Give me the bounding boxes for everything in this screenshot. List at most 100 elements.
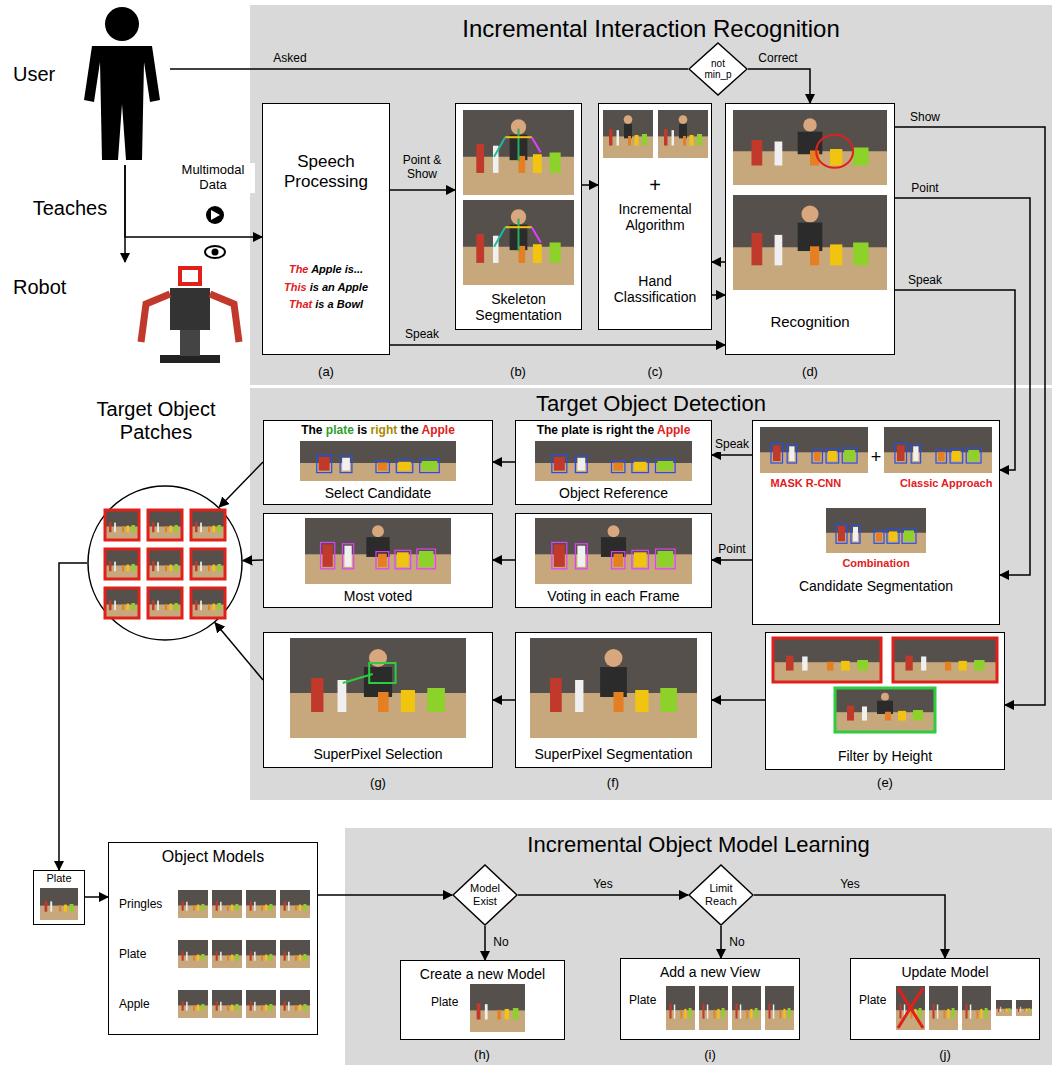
photo xyxy=(835,688,935,732)
photo xyxy=(178,940,208,968)
illustration-part xyxy=(182,270,198,282)
illustration-part xyxy=(853,527,858,541)
illustration-part xyxy=(828,451,837,461)
photo xyxy=(996,1000,1012,1016)
illustration-part xyxy=(898,988,923,1028)
illustration-part xyxy=(126,565,129,572)
node-label: The Apple is... xyxy=(289,263,363,276)
illustration-part xyxy=(635,135,639,146)
edge-label-holder: Speak xyxy=(403,324,441,342)
word xyxy=(397,423,400,437)
node-label: Pringles xyxy=(119,898,162,912)
illustration-part xyxy=(498,1010,501,1020)
photo xyxy=(246,940,276,968)
photo xyxy=(896,986,925,1030)
illustration-part xyxy=(261,1005,263,1011)
illustration-part xyxy=(178,990,208,1018)
illustration-part xyxy=(494,227,505,247)
node-label: Target Object Patches xyxy=(60,398,252,444)
illustration-part xyxy=(197,1005,199,1011)
illustration-part xyxy=(303,904,306,911)
illustration-part xyxy=(182,951,184,961)
illustration-part xyxy=(152,522,154,532)
illustration-part xyxy=(191,549,225,579)
illustration-part xyxy=(246,940,276,968)
node-label: This is an Apple xyxy=(284,281,368,294)
illustration-part xyxy=(212,940,242,968)
illustration-part xyxy=(672,130,675,145)
illustration-part xyxy=(550,678,562,712)
illustration-part xyxy=(624,115,633,124)
illustration-part xyxy=(105,549,139,579)
illustration-part xyxy=(422,461,438,471)
connector-arrow xyxy=(712,294,725,296)
illustration-part xyxy=(212,990,242,1018)
illustration-part xyxy=(284,951,286,961)
decision-diamond: Limit Reach xyxy=(688,864,754,926)
illustration-part xyxy=(674,1004,675,1018)
illustration-part xyxy=(254,902,256,911)
illustration-part xyxy=(577,546,585,567)
illustration-part xyxy=(684,1009,686,1019)
illustration-part xyxy=(303,954,306,961)
illustration-part xyxy=(552,542,567,568)
decision-diamond: not min_p xyxy=(688,42,748,96)
illustration-part xyxy=(398,462,410,471)
photo xyxy=(246,890,276,918)
illustration-part xyxy=(148,549,182,579)
word: the xyxy=(636,423,654,437)
illustration-part xyxy=(246,990,276,1018)
illustration-part xyxy=(513,1008,519,1020)
illustration-part xyxy=(122,526,124,532)
illustration-part xyxy=(655,459,675,473)
illustration-part xyxy=(477,1003,481,1019)
illustration-part xyxy=(505,226,532,228)
illustration-part xyxy=(681,1010,683,1019)
callout-holder: (f) xyxy=(605,773,621,791)
callout-holder: (a) xyxy=(316,362,336,380)
node-label: not min_p xyxy=(702,58,734,81)
connector-arrow xyxy=(390,344,725,346)
illustration-part xyxy=(773,1004,774,1018)
illustration-part xyxy=(50,901,52,911)
illustration-part xyxy=(231,905,233,911)
photo xyxy=(300,441,456,481)
illustration-part xyxy=(788,1008,791,1019)
node-label: Hand Classification xyxy=(603,273,707,305)
illustration-part xyxy=(105,588,139,618)
illustration-part xyxy=(836,524,847,543)
illustration-part xyxy=(944,1010,946,1019)
connector-arrow xyxy=(720,926,722,958)
photo xyxy=(40,888,78,920)
photo xyxy=(470,984,525,1032)
illustration-part xyxy=(376,552,389,569)
illustration-part xyxy=(299,1005,301,1011)
node-label: + xyxy=(649,174,661,197)
diamond-shape xyxy=(689,43,747,95)
robot-figure: Robot xyxy=(5,262,250,368)
illustration-part xyxy=(664,129,668,145)
illustration-part xyxy=(669,1004,671,1019)
illustration-part xyxy=(655,549,675,569)
illustration-part xyxy=(417,549,436,569)
word: plate xyxy=(326,423,354,437)
illustration-part xyxy=(552,455,567,473)
photo xyxy=(1016,1000,1032,1016)
illustration-part xyxy=(838,526,845,541)
illustration-part xyxy=(299,955,301,961)
illustration-part xyxy=(862,706,867,720)
illustration-part xyxy=(220,902,222,911)
illustration-part xyxy=(265,955,267,961)
photo xyxy=(765,986,794,1030)
illustration-part xyxy=(889,531,897,541)
edge-label: Speak xyxy=(403,328,441,342)
connector-arrow xyxy=(748,69,810,103)
illustration-part xyxy=(771,443,783,463)
illustration-part xyxy=(1000,1007,1002,1012)
illustration-part xyxy=(105,549,139,579)
photo xyxy=(105,588,139,618)
illustration-part xyxy=(575,456,587,473)
connector-arrow xyxy=(243,559,263,561)
illustration-part xyxy=(835,688,935,732)
illustration-part xyxy=(208,526,210,532)
